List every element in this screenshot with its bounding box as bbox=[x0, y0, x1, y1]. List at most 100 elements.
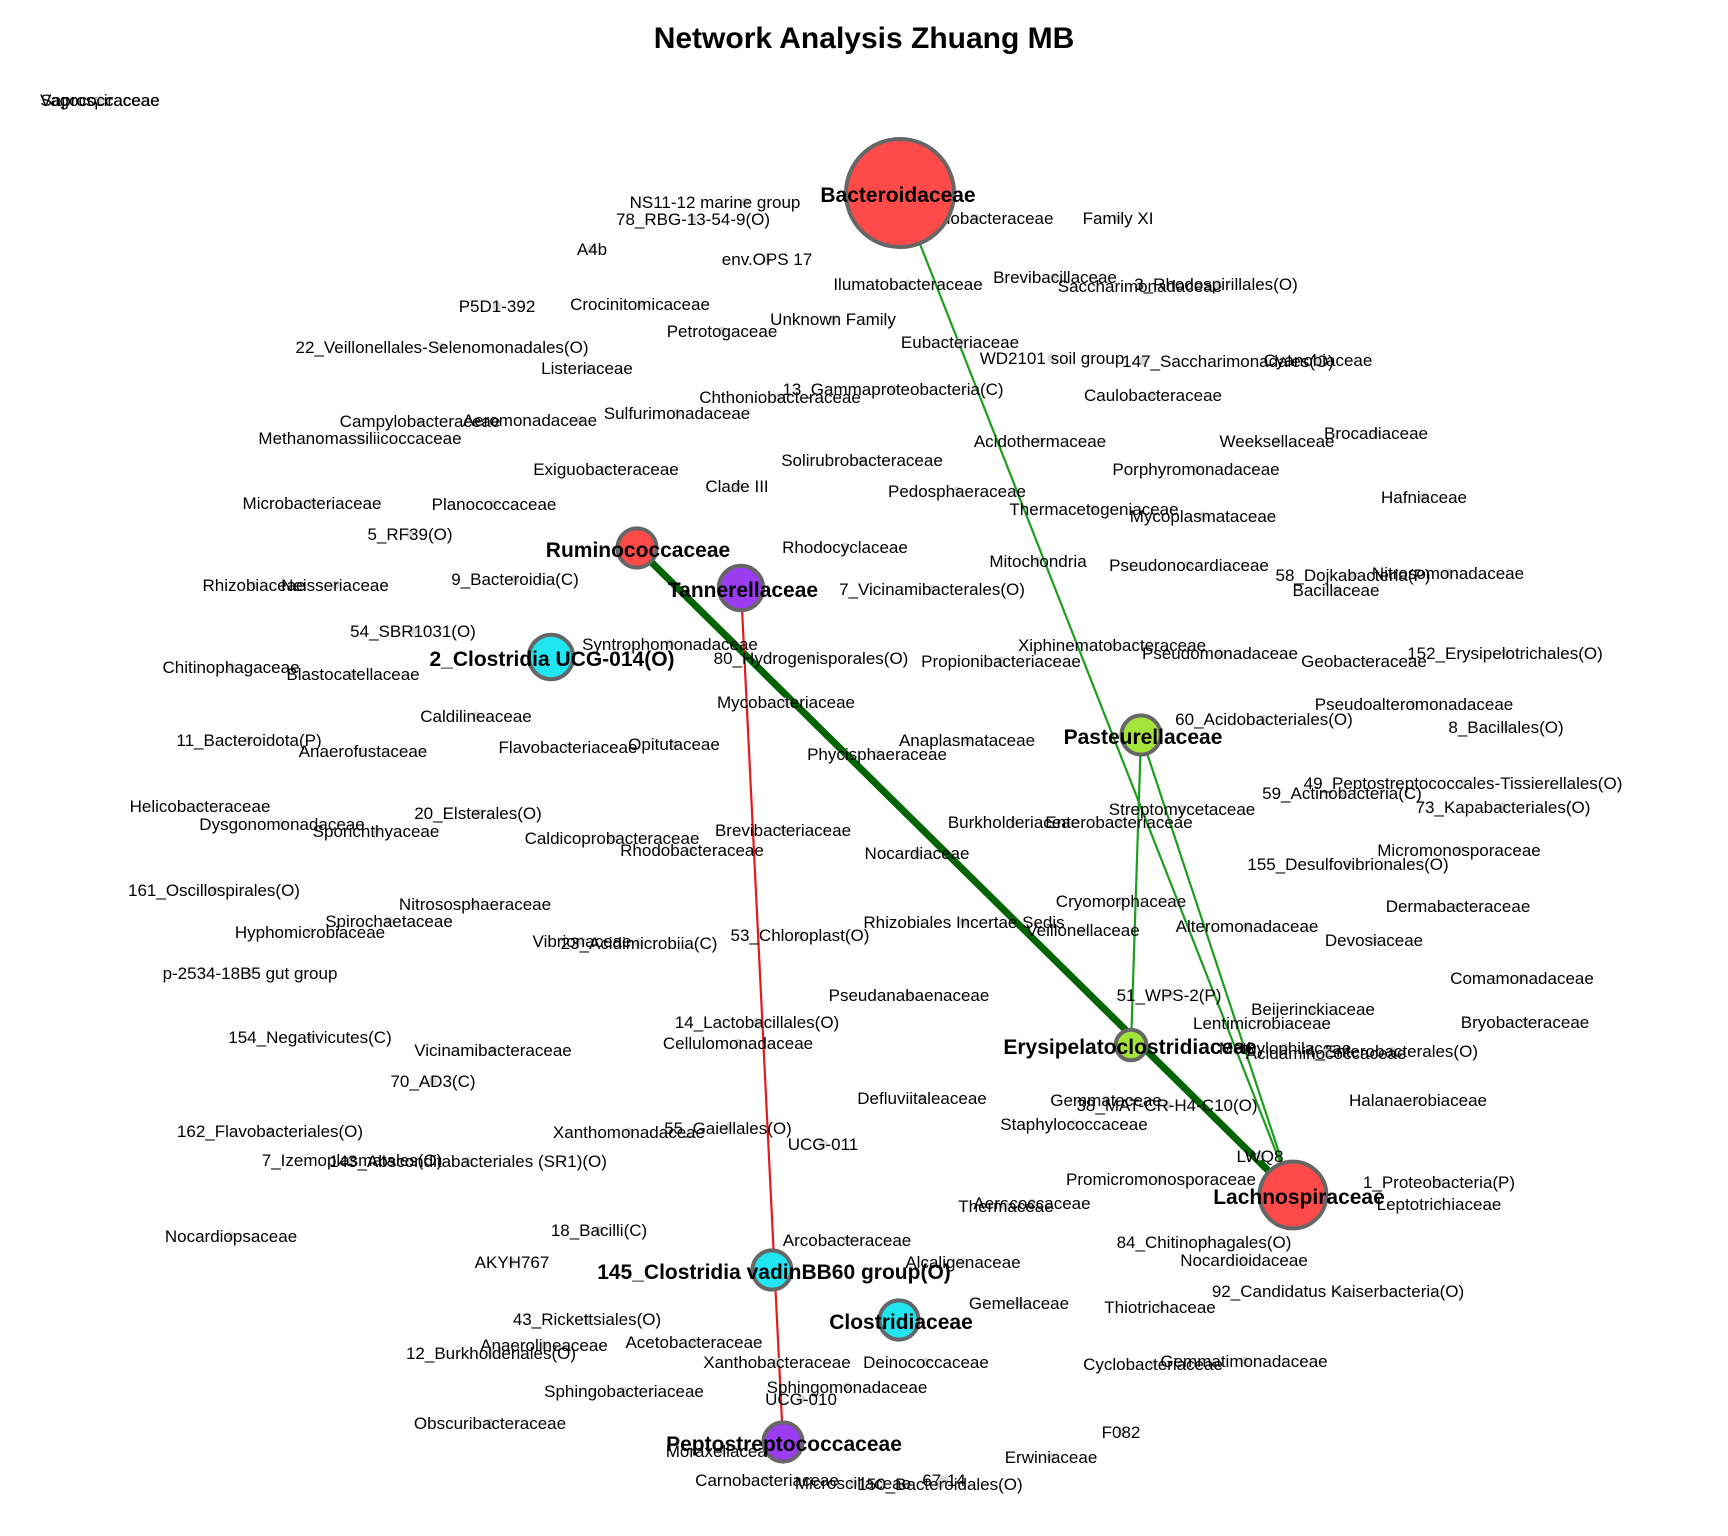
minor-node-label: Pseudoalteromonadaceae bbox=[1315, 695, 1513, 714]
minor-node-f082 bbox=[1116, 1427, 1126, 1437]
minor-node-caulobacteraceae bbox=[1148, 390, 1158, 400]
minor-node-label: Brocadiaceae bbox=[1324, 424, 1428, 443]
minor-node-petrotogaceae bbox=[717, 326, 727, 336]
minor-node-label: F082 bbox=[1102, 1423, 1141, 1442]
minor-node-7-vicinamibacterales-o bbox=[927, 584, 937, 594]
minor-node-label: 80_Hydrogenisporales(O) bbox=[714, 649, 909, 668]
minor-node-label: Vicinamibacteraceae bbox=[414, 1041, 572, 1060]
minor-node-dysgonomonadaceae bbox=[277, 819, 287, 829]
minor-node-label: Sulfurimonadaceae bbox=[604, 404, 750, 423]
minor-node-label: 12_Burkholderiales(O) bbox=[406, 1344, 576, 1363]
minor-node-38-mat-cr-h4-c10-o bbox=[1162, 1100, 1172, 1110]
minor-node-sulfurimonadaceae bbox=[672, 408, 682, 418]
minor-node-dermabacteraceae bbox=[1453, 901, 1463, 911]
minor-node-label: Propionibacteriaceae bbox=[921, 652, 1081, 671]
minor-node-label: Helicobacteraceae bbox=[130, 797, 271, 816]
minor-node-hafniaceae bbox=[1419, 492, 1429, 502]
minor-node-13-gammaproteobacteria-c bbox=[888, 384, 898, 394]
minor-node-label: Caldicoprobacteraceae bbox=[525, 829, 700, 848]
minor-node-nitrososphaeraceae bbox=[470, 899, 480, 909]
minor-node-label: Rhodobacteraceae bbox=[620, 841, 764, 860]
minor-node-deinococcaceae bbox=[921, 1357, 931, 1367]
minor-node-label: Campylobacteraceae bbox=[340, 412, 501, 431]
minor-node-84-chitinophagales-o bbox=[1199, 1237, 1209, 1247]
minor-node-label: Mycobacteriaceae bbox=[717, 693, 855, 712]
minor-node-20-elsterales-o bbox=[473, 808, 483, 818]
minor-node-9-bacteroidia-c bbox=[510, 574, 520, 584]
minor-node-label: 1_Proteobacteria(P) bbox=[1363, 1173, 1515, 1192]
minor-node-label: Rhizobiales Incertae Sedis bbox=[863, 913, 1064, 932]
minor-node-label: Streptomycetaceae bbox=[1109, 800, 1255, 819]
minor-node-label: Thermacetogeniaceae bbox=[1009, 500, 1178, 519]
minor-node-14-lactobacillales-o bbox=[752, 1017, 762, 1027]
minor-node-label: 22_Veillonellales-Selenomonadales(O) bbox=[296, 338, 589, 357]
minor-node-alcaligenaceae bbox=[958, 1257, 968, 1267]
minor-node-acidothermaceae bbox=[1035, 436, 1045, 446]
minor-node-label: Dysgonomonadaceae bbox=[199, 815, 364, 834]
minor-node-micromonosporaceae bbox=[1454, 845, 1464, 855]
minor-node-propionibacteriaceae bbox=[996, 656, 1006, 666]
minor-node-label: Syntrophomonadaceae bbox=[582, 635, 758, 654]
minor-node-clade-iii bbox=[732, 481, 742, 491]
minor-node-label: 58_Dojkabacteria(P) bbox=[1276, 566, 1431, 585]
minor-node-rhizobiales-incertae-sedis bbox=[959, 917, 969, 927]
chart-title: Network Analysis Zhuang MB bbox=[653, 22, 1075, 55]
minor-node-label: Nitrososphaeraceae bbox=[399, 895, 551, 914]
minor-node-label: Xanthobacteraceae bbox=[703, 1353, 850, 1372]
minor-node-rhodobacteraceae bbox=[687, 845, 697, 855]
minor-node-label: Sporichthyaceae bbox=[313, 822, 440, 841]
minor-node-label: Defluviitaleaceae bbox=[857, 1089, 986, 1108]
minor-node-label: Veillonellaceae bbox=[1026, 921, 1139, 940]
minor-node-label: Caulobacteraceae bbox=[1084, 386, 1222, 405]
node-pasteurellaceae bbox=[1119, 713, 1163, 757]
minor-node-43-rickettsiales-o bbox=[582, 1314, 592, 1324]
minor-node-planococcaceae bbox=[489, 499, 499, 509]
minor-node-porphyromonadaceae bbox=[1191, 464, 1201, 474]
minor-node-pseudonocardiaceae bbox=[1184, 560, 1194, 570]
node-label-lachnospiraceae: Lachnospiraceae bbox=[1213, 1186, 1385, 1209]
minor-node-54-sbr1031-o bbox=[408, 626, 418, 636]
minor-node-label: Bacillaceae bbox=[1293, 581, 1380, 600]
minor-node-label: Moraxellaceae bbox=[666, 1442, 777, 1461]
minor-node-aerococcaceae bbox=[1027, 1198, 1037, 1208]
edge-pas-lac bbox=[1139, 733, 1295, 1197]
minor-node-sphingomonadaceae bbox=[842, 1382, 852, 1392]
minor-node-nitrosomonadaceae bbox=[1443, 568, 1453, 578]
minor-node-label: Opitutaceae bbox=[628, 735, 720, 754]
node-label-ruminococcaceae: Ruminococcaceae bbox=[546, 539, 730, 562]
minor-node-label: 59_Actinobacteria(C) bbox=[1262, 784, 1422, 803]
minor-node-microbacteriaceae bbox=[307, 498, 317, 508]
minor-node-label: Carnobacteriaceae bbox=[695, 1471, 839, 1490]
minor-node-label: 11_Bacteroidota(P) bbox=[176, 731, 321, 750]
minor-node-solirubrobacteraceae bbox=[857, 455, 867, 465]
minor-node-162-flavobacteriales-o bbox=[265, 1126, 275, 1136]
node-label-2-clostridia-ucg-014-o: 2_Clostridia UCG-014(O) bbox=[429, 648, 674, 671]
minor-node-cyanobiaceae bbox=[1312, 355, 1322, 365]
minor-node-label: Gemmatimonadaceae bbox=[1160, 1352, 1327, 1371]
minor-node-label: Hyphomicrobiaceae bbox=[235, 923, 385, 942]
minor-node-label: Nitrosomonadaceae bbox=[1372, 564, 1524, 583]
minor-node-label: Chitinophagaceae bbox=[162, 658, 299, 677]
minor-node-vibrionaceae bbox=[577, 936, 587, 946]
minor-node-thiotrichaceae bbox=[1155, 1302, 1165, 1312]
node-ruminococcaceae bbox=[615, 526, 659, 570]
minor-node-label: 162_Flavobacteriales(O) bbox=[177, 1122, 363, 1141]
minor-node-label: AKYH767 bbox=[475, 1253, 550, 1272]
minor-node-label: Sphingobacteriaceae bbox=[544, 1382, 704, 1401]
minor-node-label: Enterobacteriaceae bbox=[1045, 813, 1192, 832]
minor-node-label: Nocardiopsaceae bbox=[165, 1227, 297, 1246]
node-label-peptostreptococcaceae: Peptostreptococcaceae bbox=[666, 1433, 902, 1456]
minor-node-label: 13_Gammaproteobacteria(C) bbox=[782, 380, 1003, 399]
minor-node-73-kapabacteriales-o bbox=[1498, 802, 1508, 812]
minor-node-label: UCG-011 bbox=[788, 1135, 859, 1154]
minor-node-helicobacteraceae bbox=[195, 801, 205, 811]
minor-node-label: Microscillaceae bbox=[795, 1474, 911, 1493]
minor-node-label: 155_Desulfovibrionales(O) bbox=[1247, 855, 1448, 874]
major-nodes-layer: BacteroidaceaeRuminococcaceaeTannerellac… bbox=[429, 137, 1385, 1464]
minor-node-label: UCG-010 bbox=[765, 1390, 837, 1409]
minor-node-label: Thermaceae bbox=[958, 1197, 1053, 1216]
minor-node-label: Vagococcaceae bbox=[40, 91, 160, 110]
minor-node-p5d1-392 bbox=[492, 301, 502, 311]
minor-node-label: Anaplasmataceae bbox=[899, 731, 1035, 750]
minor-node-154-negativicutes-c bbox=[305, 1032, 315, 1042]
